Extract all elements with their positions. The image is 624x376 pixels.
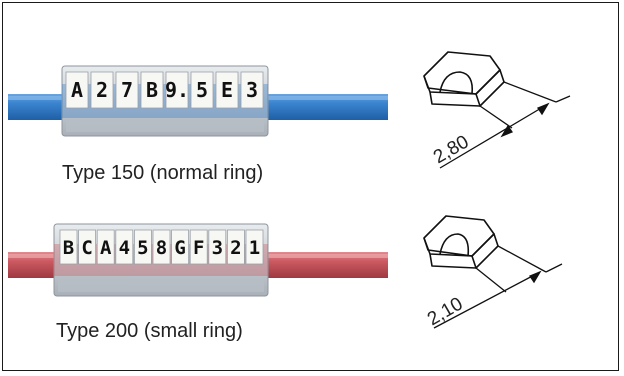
marker-2-character: B (63, 237, 74, 259)
dimension-lines-type-150 (439, 81, 571, 169)
marker-2-character: 4 (119, 237, 130, 259)
marker-2-character: 2 (230, 237, 241, 259)
marker-1-tile (240, 71, 264, 109)
caption-type-150: Type 150 (normal ring) (62, 162, 264, 184)
ring-drawing-type-200 (423, 215, 499, 269)
marker-2-character: 1 (249, 237, 260, 259)
marker-1-tile (90, 71, 114, 109)
marker-2-tile (171, 229, 190, 265)
marker-1-character: 5 (196, 78, 208, 102)
marker-2-tile (245, 229, 264, 265)
marker-1-tile (65, 71, 89, 109)
marker-2-tile (59, 229, 78, 265)
marker-1-tile (190, 71, 214, 109)
marker-2-character: F (193, 237, 204, 259)
marker-2-tile (133, 229, 152, 265)
marker-2-character: A (100, 237, 112, 259)
marker-1-character: A (71, 78, 83, 102)
marker-1-character: B (146, 78, 158, 102)
ring-drawing-type-150 (423, 51, 505, 107)
marker-2-tile (152, 229, 171, 265)
marker-1-character: 3 (246, 78, 258, 102)
marker-2-tile (115, 229, 134, 265)
marker-2-character: 8 (156, 237, 167, 259)
marker-2-tile (189, 229, 208, 265)
marker-2-tile (96, 229, 115, 265)
marker-1-character: E (221, 78, 233, 102)
marker-1-character: 2 (96, 78, 108, 102)
marker-1-character: 9. (165, 78, 189, 102)
marker-1-tile (165, 71, 189, 109)
marker-1-tile (140, 71, 164, 109)
dimension-lines-type-200 (433, 245, 563, 329)
marker-2-character: 3 (212, 237, 223, 259)
marker-2-tile (208, 229, 227, 265)
marker-2-character: 5 (137, 237, 148, 259)
figure-frame (2, 2, 619, 371)
marker-1-tile (115, 71, 139, 109)
marker-2-tile (226, 229, 245, 265)
caption-type-200: Type 200 (small ring) (56, 320, 243, 342)
marker-2-character: G (174, 237, 185, 259)
marker-1-tile (215, 71, 239, 109)
marker-2-tile (78, 229, 96, 265)
marker-2-character: C (81, 237, 92, 259)
marker-1-character: 7 (121, 78, 133, 102)
